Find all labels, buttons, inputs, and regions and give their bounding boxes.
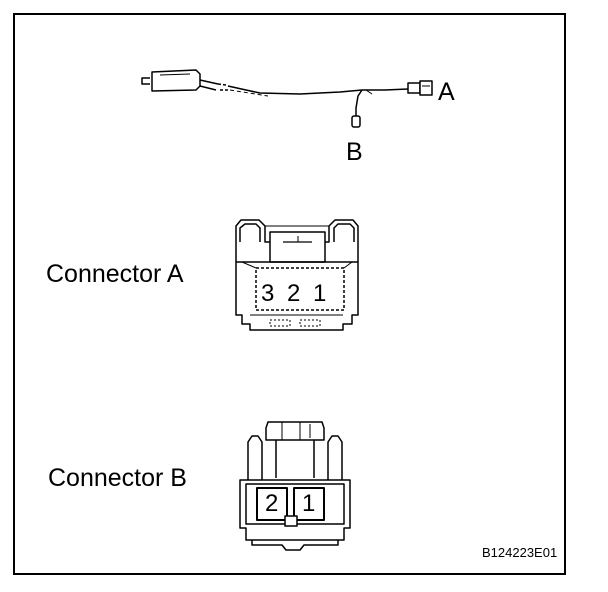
connector-a-pin-2: 2 [287, 280, 301, 307]
connector-a-drawing [235, 219, 359, 331]
sensor-plug [141, 69, 228, 92]
wire-main [227, 85, 409, 95]
connector-b-pin-2: 2 [265, 490, 279, 517]
connector-a-pin-1: 1 [313, 280, 327, 307]
wire-harness [141, 69, 433, 128]
connector-b-drawing [239, 421, 351, 551]
wire-end-a-label: A [438, 78, 455, 106]
figure-code: B124223E01 [482, 545, 558, 560]
wire-end-b-label: B [346, 138, 363, 166]
figure-frame [13, 13, 566, 575]
wire-branch [355, 89, 363, 118]
connector-a-pin-3: 3 [261, 280, 275, 307]
connector-b-title: Connector B [48, 464, 187, 492]
connector-a-title: Connector A [46, 260, 184, 288]
plug-a-end [407, 80, 433, 96]
connector-b-pin-1: 1 [302, 490, 316, 517]
plug-b-end [351, 115, 361, 128]
